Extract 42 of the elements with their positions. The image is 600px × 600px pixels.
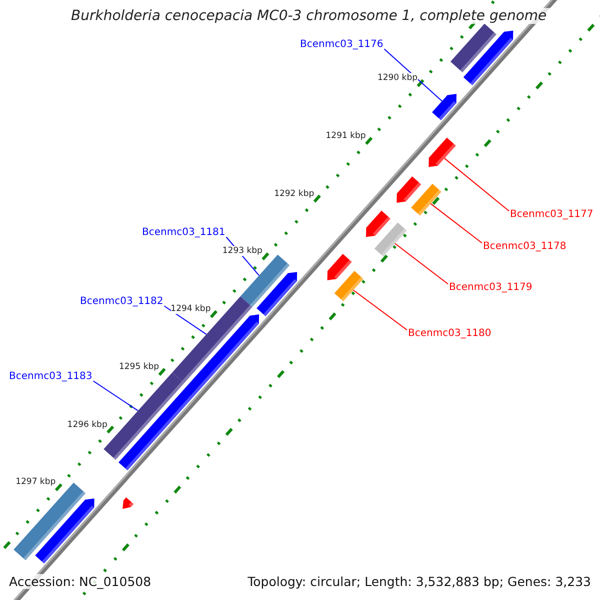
gene-block bbox=[334, 270, 364, 302]
position-label: 1297 kbp bbox=[16, 477, 56, 488]
gene-block bbox=[256, 272, 298, 316]
gene-label: Bcenmc03_1181 bbox=[142, 226, 226, 239]
leader-line bbox=[430, 203, 482, 244]
gene-label: Bcenmc03_1178 bbox=[483, 240, 566, 253]
gene-block bbox=[35, 498, 94, 564]
leader-line bbox=[444, 158, 510, 212]
gene-label: Bcenmc03_1182 bbox=[80, 295, 164, 308]
gene-label: Bcenmc03_1183 bbox=[9, 370, 92, 383]
leader-line bbox=[164, 306, 207, 335]
gene-block bbox=[172, 296, 252, 383]
position-label: 1291 kbp bbox=[326, 130, 366, 141]
position-label: 1292 kbp bbox=[274, 188, 314, 199]
position-label: 1293 kbp bbox=[222, 246, 262, 256]
gene-block bbox=[463, 30, 514, 86]
leader-line bbox=[394, 243, 448, 284]
position-label: 1290 kbp bbox=[377, 73, 418, 84]
gene-label: Bcenmc03_1176 bbox=[300, 38, 384, 51]
gene-block bbox=[396, 176, 422, 203]
gene-block bbox=[240, 254, 290, 307]
gene-block bbox=[327, 254, 352, 280]
position-label: 1296 kbp bbox=[67, 420, 108, 430]
position-label: 1295 kbp bbox=[118, 362, 160, 372]
leader-line bbox=[384, 48, 443, 102]
gene-block bbox=[118, 314, 260, 470]
gene-label: Bcenmc03_1179 bbox=[449, 281, 532, 294]
gene-block bbox=[411, 184, 442, 216]
gene-block bbox=[450, 24, 496, 72]
gene-block bbox=[432, 94, 456, 120]
gene-label: Bcenmc03_1180 bbox=[408, 327, 492, 340]
leader-line bbox=[92, 380, 138, 412]
genome-summary-text: Topology: circular; Length: 3,532,883 bp; Genes: 3,233 bbox=[248, 574, 591, 589]
gene-block bbox=[122, 497, 134, 509]
gene-label: Bcenmc03_1177 bbox=[510, 208, 594, 221]
position-label: 1294 kbp bbox=[170, 304, 211, 314]
accession-text: Accession: NC_010508 bbox=[9, 574, 152, 589]
title: Burkholderia cenocepacia MC0-3 chromosome 1, complete genome bbox=[68, 8, 550, 24]
gene-block bbox=[428, 138, 456, 167]
gene-block bbox=[366, 210, 390, 237]
gene-block bbox=[374, 222, 407, 257]
leader-line bbox=[352, 290, 408, 330]
